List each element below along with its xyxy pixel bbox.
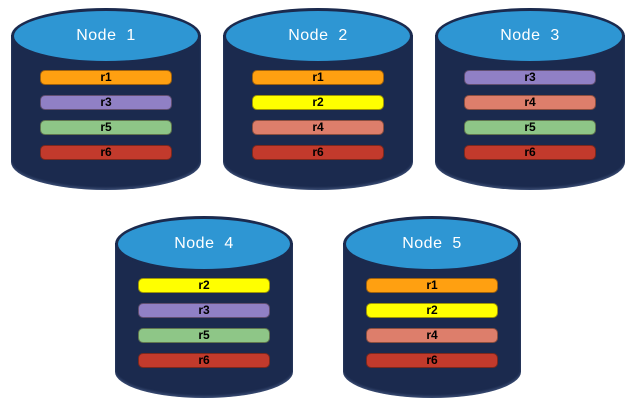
partition-bar: r5 [464,120,596,135]
cylinder-top: Node 2 [223,8,413,64]
partition-bar: r2 [366,303,498,318]
cylinder-top: Node 5 [343,216,521,272]
partition-bar: r3 [138,303,270,318]
partition-bar: r6 [40,145,172,160]
node-3: Node 3 r3 r4 r5 r6 [435,8,625,190]
partition-list: r1 r2 r4 r6 [223,70,413,160]
node-title: Node 2 [288,27,348,44]
node-title: Node 3 [500,27,560,44]
partition-list: r3 r4 r5 r6 [435,70,625,160]
cylinder-top: Node 3 [435,8,625,64]
partition-bar: r3 [464,70,596,85]
partition-bar: r4 [366,328,498,343]
node-title: Node 5 [402,235,462,252]
partition-bar: r6 [366,353,498,368]
node-title: Node 4 [174,235,234,252]
node-2: Node 2 r1 r2 r4 r6 [223,8,413,190]
partition-list: r1 r3 r5 r6 [11,70,201,160]
partition-list: r2 r3 r5 r6 [115,278,293,368]
partition-bar: r1 [366,278,498,293]
partition-bar: r2 [252,95,384,110]
partition-bar: r6 [138,353,270,368]
cylinder-top: Node 4 [115,216,293,272]
partition-bar: r5 [40,120,172,135]
top-row: Node 1 r1 r3 r5 r6 Node 2 r1 r2 r4 r6 [0,0,636,190]
partition-bar: r1 [40,70,172,85]
node-5: Node 5 r1 r2 r4 r6 [343,216,521,398]
partition-bar: r3 [40,95,172,110]
cylinder-top: Node 1 [11,8,201,64]
partition-bar: r6 [252,145,384,160]
node-1: Node 1 r1 r3 r5 r6 [11,8,201,190]
partition-list: r1 r2 r4 r6 [343,278,521,368]
node-title: Node 1 [76,27,136,44]
partition-bar: r6 [464,145,596,160]
partition-bar: r4 [252,120,384,135]
partition-bar: r5 [138,328,270,343]
node-4: Node 4 r2 r3 r5 r6 [115,216,293,398]
partition-bar: r4 [464,95,596,110]
partition-bar: r2 [138,278,270,293]
partition-bar: r1 [252,70,384,85]
bottom-row: Node 4 r2 r3 r5 r6 Node 5 r1 r2 r4 r6 [0,216,636,398]
